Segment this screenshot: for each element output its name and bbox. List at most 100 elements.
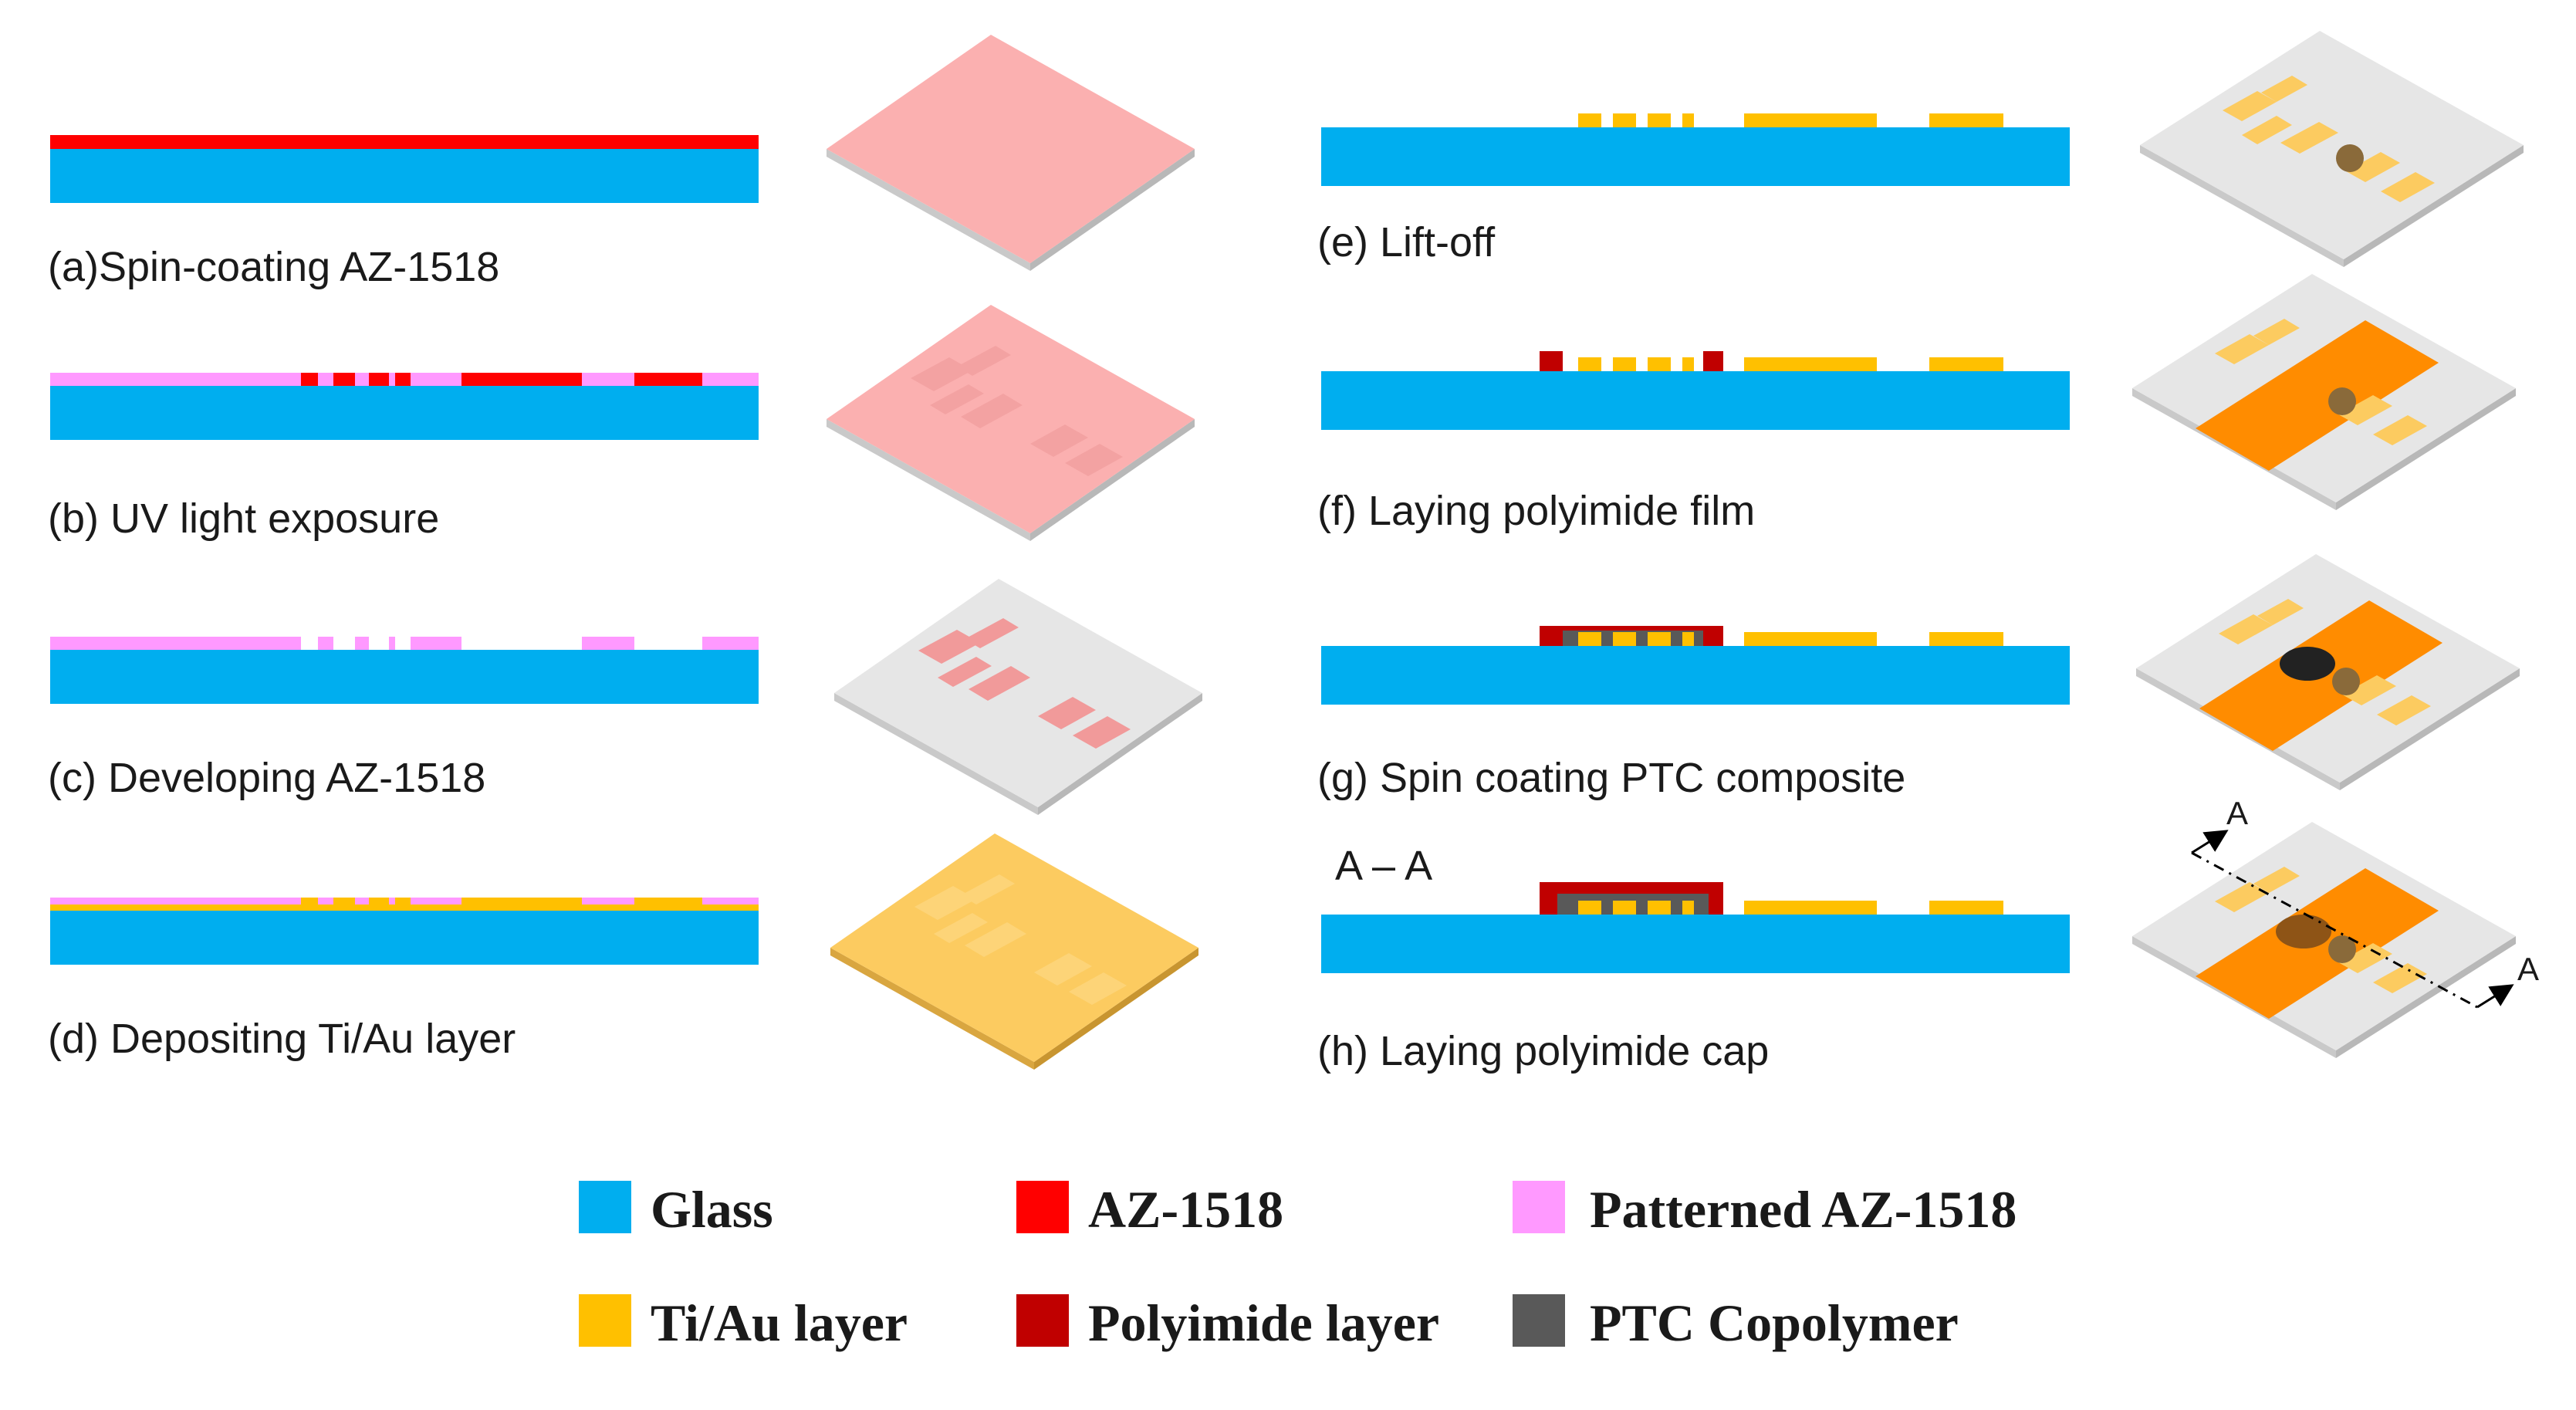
tiau-electrode	[1613, 113, 1636, 127]
wafer-iso-b	[827, 305, 1195, 541]
az1518-layer	[50, 135, 759, 149]
wafer-iso-a	[827, 35, 1195, 271]
tiau-electrode	[1682, 632, 1694, 646]
cross-section-f	[1321, 351, 2070, 430]
electrode-pattern	[2215, 319, 2427, 445]
polyimide-swatch	[1016, 1294, 1069, 1347]
exposed-az1518	[395, 373, 411, 386]
patterned-az1518	[389, 637, 395, 650]
patterned-az1518	[389, 898, 395, 904]
wafer-iso-e	[2140, 31, 2524, 267]
section-marker-top: A	[2226, 795, 2248, 831]
tiau-electrode	[1929, 901, 2003, 915]
glass-substrate	[1321, 371, 2070, 430]
patterned-az1518	[582, 898, 634, 904]
cross-section-d	[50, 898, 759, 965]
tiau-electrode	[1578, 357, 1601, 371]
patterned-az1518	[355, 637, 369, 650]
tiau-electrode	[1648, 357, 1671, 371]
patterned-az1518	[318, 637, 333, 650]
step-label-f: (f) Laying polyimide film	[1317, 488, 1755, 534]
polyimide-film-strip	[2196, 320, 2439, 471]
tiau-electrode	[1744, 357, 1877, 371]
wafer-side	[827, 149, 1030, 271]
cross-section-b	[50, 373, 759, 440]
tiau-electrode	[1744, 632, 1877, 646]
tiau-electrode	[1929, 632, 2003, 646]
patterned-az1518	[411, 898, 461, 904]
section-label: A – A	[1335, 843, 1432, 889]
ptc-under-cap	[2276, 915, 2331, 948]
tiau-electrode	[1578, 632, 1601, 646]
legend-label-tiau: Ti/Au layer	[651, 1293, 908, 1352]
glass-substrate	[50, 911, 759, 965]
wafer-iso-h: A A	[2132, 795, 2539, 1058]
patterned-az1518	[50, 637, 301, 650]
tiau-electrode	[1682, 113, 1694, 127]
tiau-electrode	[1929, 113, 2003, 127]
electrode-pattern	[911, 346, 1123, 476]
tiau-electrode	[1578, 113, 1601, 127]
wafer-side	[1030, 419, 1195, 541]
polyimide-film	[1540, 351, 1563, 371]
patterned-az1518	[702, 637, 759, 650]
step-label-c: (c) Developing AZ-1518	[48, 755, 485, 801]
wafer-side	[1030, 149, 1195, 271]
patterned-az1518-swatch	[1513, 1181, 1565, 1233]
wafer-iso-f	[2132, 274, 2516, 510]
tiau-electrode	[1744, 113, 1877, 127]
patterned-az1518	[702, 898, 759, 904]
cross-section-a	[50, 135, 759, 203]
wafer-top	[827, 35, 1195, 263]
step-label-g: (g) Spin coating PTC composite	[1317, 755, 1905, 801]
tiau-electrode	[1613, 357, 1636, 371]
wafer-iso-g	[2136, 554, 2520, 790]
step-label-h: (h) Laying polyimide cap	[1317, 1028, 1769, 1074]
step-label-a: (a)Spin-coating AZ-1518	[48, 244, 499, 290]
electrode-pattern	[2219, 599, 2431, 725]
glass-substrate	[50, 650, 759, 704]
glass-substrate	[50, 149, 759, 203]
step-label-d: (d) Depositing Ti/Au layer	[48, 1016, 516, 1062]
wafer-side	[834, 693, 1038, 815]
electrode-pattern	[914, 874, 1127, 1005]
step-label-b: (b) UV light exposure	[48, 495, 439, 542]
section-line	[2191, 851, 2478, 1009]
exposed-az1518	[369, 373, 389, 386]
wafer-side	[2140, 145, 2344, 267]
legend-label-az1518: AZ-1518	[1088, 1180, 1283, 1239]
legend-label-polyimide: Polyimide layer	[1088, 1293, 1439, 1352]
tiau-electrode	[1613, 632, 1636, 646]
legend: Glass AZ-1518 Patterned AZ-1518 Ti/Au la…	[579, 1180, 2017, 1352]
wafer-side	[2344, 145, 2524, 267]
tiau-electrode	[1744, 901, 1877, 915]
tiau-electrode	[1578, 901, 1601, 915]
ptc-pad-pattern	[2328, 387, 2356, 415]
section-arrow-right	[2476, 984, 2514, 1009]
exposed-az1518	[333, 373, 355, 386]
section-arrow-left	[2191, 830, 2229, 854]
wafer-top	[827, 305, 1195, 533]
legend-label-glass: Glass	[651, 1180, 773, 1239]
wafer-side	[1038, 693, 1202, 815]
wafer-top	[2140, 31, 2524, 259]
glass-substrate	[50, 386, 759, 440]
wafer-iso-d	[830, 833, 1198, 1070]
tiau-electrode	[1648, 113, 1671, 127]
tiau-swatch	[579, 1294, 631, 1347]
ptc-swatch	[1513, 1294, 1565, 1347]
ptc-pad-pattern	[2328, 935, 2356, 963]
tiau-electrode	[1682, 357, 1694, 371]
tiau-electrode	[1682, 901, 1694, 915]
exposed-az1518	[301, 373, 318, 386]
glass-swatch	[579, 1181, 631, 1233]
patterned-az1518	[582, 637, 634, 650]
electrode-pattern	[2223, 76, 2435, 202]
legend-label-patterned-az1518: Patterned AZ-1518	[1590, 1180, 2017, 1239]
patterned-az1518	[318, 898, 333, 904]
wafer-top	[834, 579, 1202, 807]
electrode-pattern	[918, 618, 1131, 749]
cross-section-e	[1321, 113, 2070, 186]
ptc-composite-drop	[2280, 647, 2335, 681]
patterned-az1518	[50, 898, 301, 904]
